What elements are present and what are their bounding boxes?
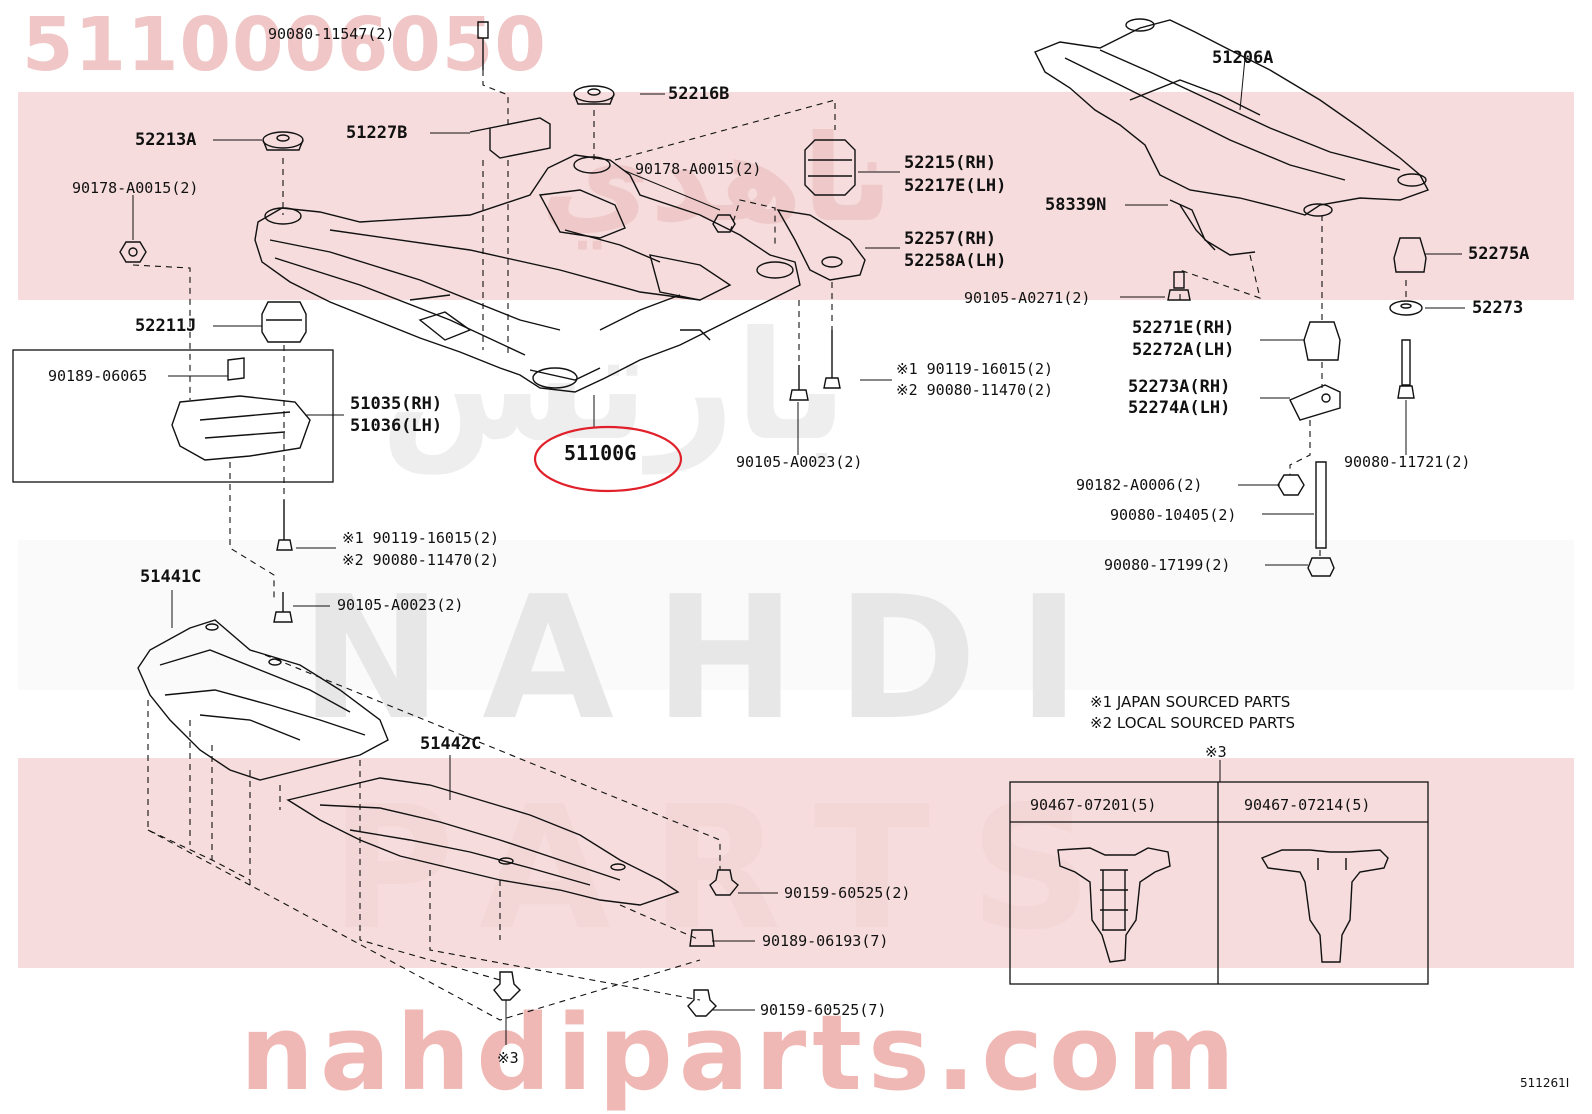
label-52271e-rh: 52271E(RH)	[1132, 318, 1235, 338]
label-51227b: 51227B	[346, 123, 408, 143]
label-51100g: 51100G	[564, 441, 637, 465]
watermark-part-number: 5110006050	[22, 2, 547, 88]
fastener-illustrations	[119, 21, 1427, 1017]
rear-crossmember-illustration	[1034, 18, 1429, 256]
front-crossmember-illustration	[254, 154, 801, 393]
label-90080-11721: 90080-11721(2)	[1344, 453, 1471, 471]
watermark-arabic-brand-2: بارتس	[380, 300, 848, 474]
label-90105-a0023-center: 90105-A0023(2)	[736, 453, 863, 471]
label-note3-bottom: ※3	[497, 1049, 519, 1067]
label-90159-60525-7: 90159-60525(7)	[760, 1001, 887, 1019]
assembly-dashed-lines	[132, 70, 1407, 1021]
highlight-circle	[533, 425, 683, 493]
label-52213a: 52213A	[135, 130, 197, 150]
label-52216b: 52216B	[668, 84, 730, 104]
label-51035-rh: 51035(RH)	[350, 394, 443, 414]
label-90119-16015-center: ※1 90119-16015(2)	[896, 360, 1054, 378]
label-52273: 52273	[1472, 298, 1524, 318]
label-90080-10405: 90080-10405(2)	[1110, 506, 1237, 524]
label-52273a-rh: 52273A(RH)	[1128, 377, 1231, 397]
watermark-url: nahdiparts.com	[240, 992, 1241, 1114]
label-52257-rh: 52257(RH)	[904, 229, 997, 249]
note-local-sourced: ※2 LOCAL SOURCED PARTS	[1090, 714, 1295, 732]
label-52272a-lh: 52272A(LH)	[1132, 340, 1235, 360]
label-90119-16015-left: ※1 90119-16015(2)	[342, 529, 500, 547]
label-52211j: 52211J	[135, 316, 197, 336]
label-51036-lh: 51036(LH)	[350, 416, 443, 436]
watermark-arabic-brand: ناهدي	[540, 110, 893, 249]
label-90178-a0015-center: 90178-A0015(2)	[635, 160, 762, 178]
label-90159-60525-2: 90159-60525(2)	[784, 884, 911, 902]
label-58339n: 58339N	[1045, 195, 1107, 215]
label-90178-a0015-left: 90178-A0015(2)	[72, 179, 199, 197]
label-90080-11547: 90080-11547(2)	[268, 25, 395, 43]
clip-table-col1-header: 90467-07201(5)	[1030, 796, 1157, 814]
clip-table-frame	[1009, 781, 1429, 985]
label-52215-rh: 52215(RH)	[904, 153, 997, 173]
label-90080-11470-center: ※2 90080-11470(2)	[896, 381, 1054, 399]
diagram-code: 511261I	[1520, 1076, 1570, 1090]
label-90189-06193: 90189-06193(7)	[762, 932, 889, 950]
watermark-latin-brand: NAHDI	[300, 560, 1121, 758]
label-90080-11470-left: ※2 90080-11470(2)	[342, 551, 500, 569]
label-52217e-lh: 52217E(LH)	[904, 176, 1007, 196]
label-note3-table: ※3	[1205, 743, 1227, 761]
label-90080-17199: 90080-17199(2)	[1104, 556, 1231, 574]
label-90182-a0006: 90182-A0006(2)	[1076, 476, 1203, 494]
label-51206a: 51206A	[1212, 48, 1274, 68]
label-52258a-lh: 52258A(LH)	[904, 251, 1007, 271]
rear-under-cover-illustration	[286, 777, 680, 906]
clip-90467-07214-illustration	[1260, 849, 1389, 963]
label-90189-06065: 90189-06065	[48, 367, 148, 385]
bracket-group-box	[12, 349, 334, 483]
label-90105-a0023-left: 90105-A0023(2)	[337, 596, 464, 614]
clip-table-col2-header: 90467-07214(5)	[1244, 796, 1371, 814]
label-52274a-lh: 52274A(LH)	[1128, 398, 1231, 418]
label-51441c: 51441C	[140, 567, 202, 587]
clip-90467-07201-illustration	[1057, 847, 1171, 963]
leader-lines	[132, 57, 1465, 1045]
engine-under-cover-illustration	[137, 619, 389, 781]
label-90105-a0271: 90105-A0271(2)	[964, 289, 1091, 307]
label-52275a: 52275A	[1468, 244, 1530, 264]
note-japan-sourced: ※1 JAPAN SOURCED PARTS	[1090, 693, 1291, 711]
label-51442c: 51442C	[420, 734, 482, 754]
watermark-band-bottom	[18, 758, 1574, 968]
